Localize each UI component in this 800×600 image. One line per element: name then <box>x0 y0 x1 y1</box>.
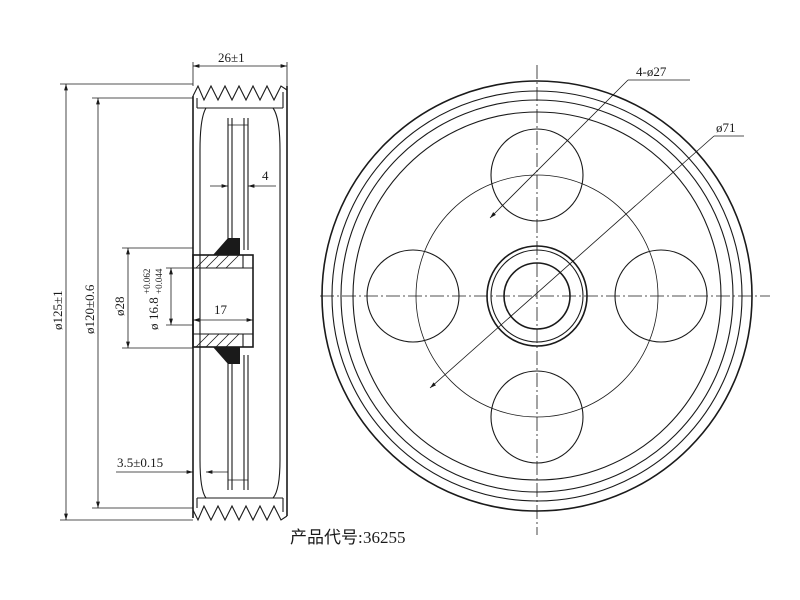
inner-rim-circle <box>340 99 734 493</box>
dim-hub: ø28 <box>112 247 193 349</box>
dim-flange-label: 3.5±0.15 <box>117 455 163 470</box>
caption-code: 36255 <box>363 528 406 547</box>
dim-circle: ø71 <box>429 120 744 389</box>
hole-bottom <box>490 370 584 464</box>
side-view: 26±1 4 ø28 ø 16.8 +0.062 +0.044 <box>50 50 288 522</box>
caption: 产品代号: 36255 <box>290 528 406 547</box>
groove-circle <box>331 90 743 502</box>
dim-width-label: 26±1 <box>218 50 245 65</box>
dim-outer: ø125±1 <box>50 83 193 521</box>
dim-holes-label: 4-ø27 <box>636 64 667 79</box>
caption-label: 产品代号: <box>290 528 363 547</box>
dim-bore: ø 16.8 +0.062 +0.044 <box>142 267 193 330</box>
pitch-circle <box>415 174 659 418</box>
dim-groove-label: 4 <box>262 168 269 183</box>
dim-flange: 3.5±0.15 <box>116 455 228 474</box>
dim-circle-label: ø71 <box>716 120 736 135</box>
dim-hub-length: 17 <box>193 302 253 322</box>
pulley-section-outline <box>192 84 288 522</box>
hub-outer-circle <box>486 245 588 347</box>
web-circle <box>352 111 722 481</box>
front-view: 4-ø27 ø71 <box>320 64 770 535</box>
dim-width: 26±1 <box>192 50 288 86</box>
dim-hub-label: ø28 <box>112 297 127 317</box>
dim-bore-lower-tol: +0.044 <box>154 268 164 294</box>
hole-top <box>490 128 584 222</box>
hub-mid-circle <box>490 249 584 343</box>
dim-pitch-label: ø120±0.6 <box>82 284 97 334</box>
dim-pitch: ø120±0.6 <box>82 97 193 509</box>
dim-bore-upper-tol: +0.062 <box>142 269 152 294</box>
dim-holes: 4-ø27 <box>489 64 690 219</box>
dim-bore-symbol: ø <box>146 323 161 330</box>
dim-hub-length-label: 17 <box>214 302 228 317</box>
hole-right <box>614 249 708 343</box>
hole-left <box>366 249 460 343</box>
dim-groove: 4 <box>210 168 276 188</box>
bore-circle <box>503 262 571 330</box>
dim-bore-label: 16.8 <box>146 297 161 320</box>
outer-rim-circle <box>321 80 753 512</box>
dim-outer-label: ø125±1 <box>50 290 65 330</box>
